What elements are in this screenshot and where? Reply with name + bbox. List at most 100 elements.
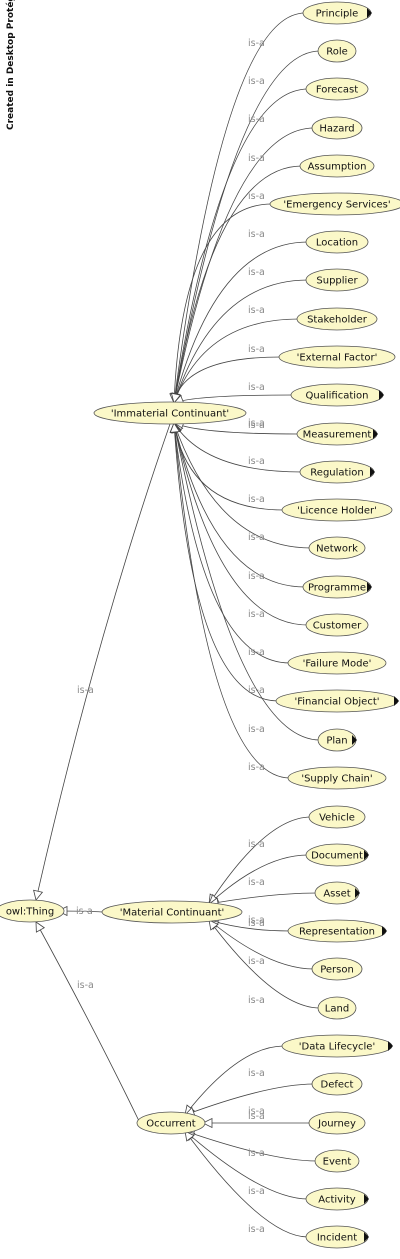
node-material-continuant-ellipse <box>101 900 243 924</box>
expand-arrow-icon[interactable] <box>364 1232 369 1242</box>
node-hazard[interactable]: Hazard <box>311 116 363 140</box>
node-customer[interactable]: Customer <box>305 613 369 637</box>
node-incident[interactable]: Incident <box>305 1225 369 1249</box>
node-data-lifecycle[interactable]: 'Data Lifecycle' <box>281 1034 393 1058</box>
edge-role-to-immaterial-label: is-a <box>248 76 265 87</box>
node-network-ellipse <box>308 536 366 560</box>
node-role[interactable]: Role <box>317 39 357 63</box>
node-document-label: Document <box>311 851 363 862</box>
node-principle-label: Principle <box>316 9 359 20</box>
edge-failure-mode-to-immaterial-label: is-a <box>248 647 265 658</box>
expand-arrow-icon[interactable] <box>367 582 372 592</box>
node-supplier[interactable]: Supplier <box>305 268 369 292</box>
edge-incident-to-occurrent-label: is-a <box>248 1224 265 1235</box>
node-land-label: Land <box>325 1004 349 1015</box>
edge-incident-to-occurrent <box>184 1130 309 1238</box>
node-representation-label: Representation <box>299 927 375 938</box>
expand-arrow-icon[interactable] <box>364 850 369 860</box>
node-stakeholder[interactable]: Stakeholder <box>296 307 378 331</box>
node-vehicle-label: Vehicle <box>319 813 355 824</box>
node-external-factor[interactable]: 'External Factor' <box>278 345 396 369</box>
edge-person-to-material <box>208 919 315 970</box>
edge-emergency-services-to-immaterial <box>173 203 273 404</box>
node-defect-label: Defect <box>321 1080 354 1091</box>
node-licence-holder-label: 'Licence Holder' <box>297 506 377 517</box>
node-network[interactable]: Network <box>308 536 366 560</box>
node-supplier-label: Supplier <box>316 276 358 287</box>
node-assumption[interactable]: Assumption <box>299 154 375 178</box>
node-asset[interactable]: Asset <box>314 881 360 905</box>
edge-external-factor-to-immaterial <box>173 356 282 404</box>
expand-arrow-icon[interactable] <box>379 390 384 400</box>
node-emergency-services[interactable]: 'Emergency Services' <box>269 192 400 216</box>
edge-measurement-to-immaterial-label: is-a <box>248 418 265 429</box>
node-person[interactable]: Person <box>311 957 363 981</box>
edge-plan-to-immaterial <box>173 422 321 741</box>
edge-activity-to-occurrent-label: is-a <box>248 1186 265 1197</box>
edge-asset-to-material-label: is-a <box>248 915 265 926</box>
edge-network-to-immaterial <box>173 422 312 549</box>
edge-licence-holder-to-immaterial-label: is-a <box>248 494 265 505</box>
node-occurrent[interactable]: Occurrent <box>136 1111 206 1135</box>
node-supply-chain-ellipse <box>287 766 387 790</box>
node-emergency-services-ellipse <box>269 192 400 216</box>
expand-arrow-icon[interactable] <box>364 1194 369 1204</box>
expand-arrow-icon[interactable] <box>388 1041 393 1051</box>
node-network-label: Network <box>316 544 358 555</box>
node-defect[interactable]: Defect <box>311 1072 363 1096</box>
expand-arrow-icon[interactable] <box>370 467 375 477</box>
node-event-label: Event <box>323 1157 352 1168</box>
node-event[interactable]: Event <box>314 1149 360 1173</box>
node-regulation[interactable]: Regulation <box>299 460 375 484</box>
node-location[interactable]: Location <box>305 230 369 254</box>
node-journey[interactable]: Journey <box>308 1111 366 1135</box>
node-plan[interactable]: Plan <box>317 728 357 752</box>
edge-representation-to-material-label: is-a <box>248 918 265 929</box>
expand-arrow-icon[interactable] <box>367 8 372 18</box>
node-qualification-label: Qualification <box>306 391 369 402</box>
edge-document-to-material <box>208 854 309 905</box>
node-owl-thing[interactable]: owl:Thing <box>0 899 65 923</box>
edge-event-to-occurrent <box>184 1130 318 1162</box>
credit-text: Created in Desktop Protégé <box>5 0 16 130</box>
node-failure-mode[interactable]: 'Failure Mode' <box>287 651 387 675</box>
node-material-continuant[interactable]: 'Material Continuant' <box>101 900 243 924</box>
edge-activity-to-occurrent <box>184 1130 309 1200</box>
node-principle[interactable]: Principle <box>302 1 372 25</box>
node-representation[interactable]: Representation <box>287 919 387 943</box>
node-document[interactable]: Document <box>305 843 369 867</box>
edge-defect-to-occurrent <box>184 1083 315 1116</box>
expand-arrow-icon[interactable] <box>394 696 399 706</box>
node-forecast-label: Forecast <box>316 85 358 96</box>
expand-arrow-icon[interactable] <box>382 926 387 936</box>
node-asset-label: Asset <box>323 889 350 900</box>
edge-document-to-material-label: is-a <box>248 877 265 888</box>
node-land[interactable]: Land <box>317 996 357 1020</box>
node-forecast[interactable]: Forecast <box>305 77 369 101</box>
edge-incident-to-occurrent-arrowhead <box>184 1130 195 1142</box>
expand-arrow-icon[interactable] <box>355 888 360 898</box>
node-owl-thing-ellipse <box>0 899 65 923</box>
expand-arrow-icon[interactable] <box>373 429 378 439</box>
node-vehicle[interactable]: Vehicle <box>308 805 366 829</box>
edge-supply-chain-to-immaterial-arrowhead <box>169 422 181 433</box>
node-measurement[interactable]: Measurement <box>296 422 378 446</box>
edge-customer-to-immaterial-label: is-a <box>248 609 265 620</box>
node-immaterial-continuant-label: 'Immaterial Continuant' <box>111 409 229 420</box>
node-programme[interactable]: Programme <box>302 575 372 599</box>
node-licence-holder[interactable]: 'Licence Holder' <box>281 498 393 522</box>
edge-immaterial-to-root <box>35 423 171 901</box>
node-journey-label: Journey <box>317 1119 356 1130</box>
expand-arrow-icon[interactable] <box>352 735 357 745</box>
node-qualification[interactable]: Qualification <box>290 383 384 407</box>
edges-layer: is-a is-a is-a is-a is-a is-a is-a is-a is-a is-a… <box>33 12 321 1238</box>
node-supply-chain[interactable]: 'Supply Chain' <box>287 766 387 790</box>
edge-location-to-immaterial-label: is-a <box>248 267 265 278</box>
node-activity[interactable]: Activity <box>305 1187 369 1211</box>
node-immaterial-continuant[interactable]: 'Immaterial Continuant' <box>93 401 247 425</box>
edge-land-to-material <box>208 919 321 1009</box>
edge-person-to-material-label: is-a <box>248 956 265 967</box>
node-financial-object[interactable]: 'Financial Object' <box>275 689 399 713</box>
node-plan-label: Plan <box>326 736 347 747</box>
